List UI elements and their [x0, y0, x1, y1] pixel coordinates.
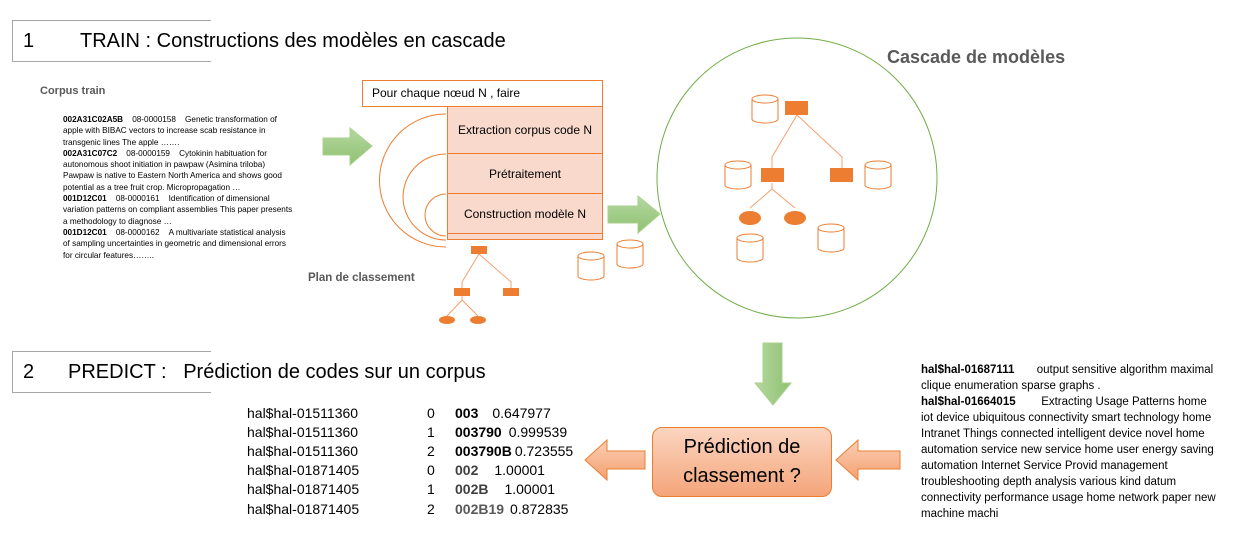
arrow-right-icon — [322, 126, 373, 167]
plan-tree — [439, 246, 519, 324]
database-icon — [616, 239, 644, 269]
prediction-box: Prédiction de classement ? — [652, 427, 832, 497]
step-pretraitement: Prétraitement — [447, 153, 603, 194]
arrow-left-icon — [584, 438, 646, 482]
arrow-down-icon — [753, 342, 793, 406]
loop-header: Pour chaque nœud N , faire — [362, 80, 603, 107]
corpus-entry: 002A31C07C2 08-0000159 Cytokinin habitua… — [63, 148, 282, 192]
arrow-right-icon — [607, 194, 661, 235]
cascade-tree — [724, 94, 892, 263]
step-construction: Construction modèle N — [447, 193, 603, 234]
database-icon — [577, 251, 605, 281]
corpus-entry: 001D12C01 08-0000161 Identification of d… — [63, 194, 293, 226]
cascade-circle — [656, 37, 938, 319]
loop-arcs — [379, 113, 447, 248]
corpus-entry: 002A31C02A5B 08-0000158 Genetic transfor… — [63, 115, 277, 147]
input-corpus-text: hal$hal-01687111 output sensitive algori… — [921, 362, 1221, 522]
plan-label: Plan de classement — [308, 272, 415, 284]
predict-header-box — [12, 351, 211, 393]
train-number: 1 — [23, 30, 35, 52]
predict-number: 2 — [23, 361, 35, 383]
input-entry: hal$hal-01664015 Extracting Usage Patter… — [921, 396, 1216, 520]
prediction-line1: Prédiction de — [683, 436, 801, 458]
corpus-entry: 001D12C01 08-0000162 A multivariate stat… — [63, 227, 286, 260]
loop-header-text: Pour chaque nœud N , faire — [372, 86, 521, 100]
predict-title: PREDICT : Prédiction de codes sur un cor… — [68, 361, 486, 383]
corpus-train-label: Corpus train — [40, 85, 106, 97]
train-header-box — [12, 20, 211, 62]
input-entry: hal$hal-01687111 output sensitive algori… — [921, 364, 1214, 392]
corpus-train-text: 002A31C02A5B 08-0000158 Genetic transfor… — [63, 114, 293, 261]
arrow-left-icon — [835, 438, 901, 482]
cascade-label: Cascade de modèles — [887, 47, 1066, 67]
step-extraction: Extraction corpus code N — [447, 106, 603, 154]
train-title: TRAIN : Constructions des modèles en cas… — [80, 30, 506, 52]
step-footer — [447, 233, 603, 240]
prediction-line2: classement ? — [683, 465, 801, 487]
